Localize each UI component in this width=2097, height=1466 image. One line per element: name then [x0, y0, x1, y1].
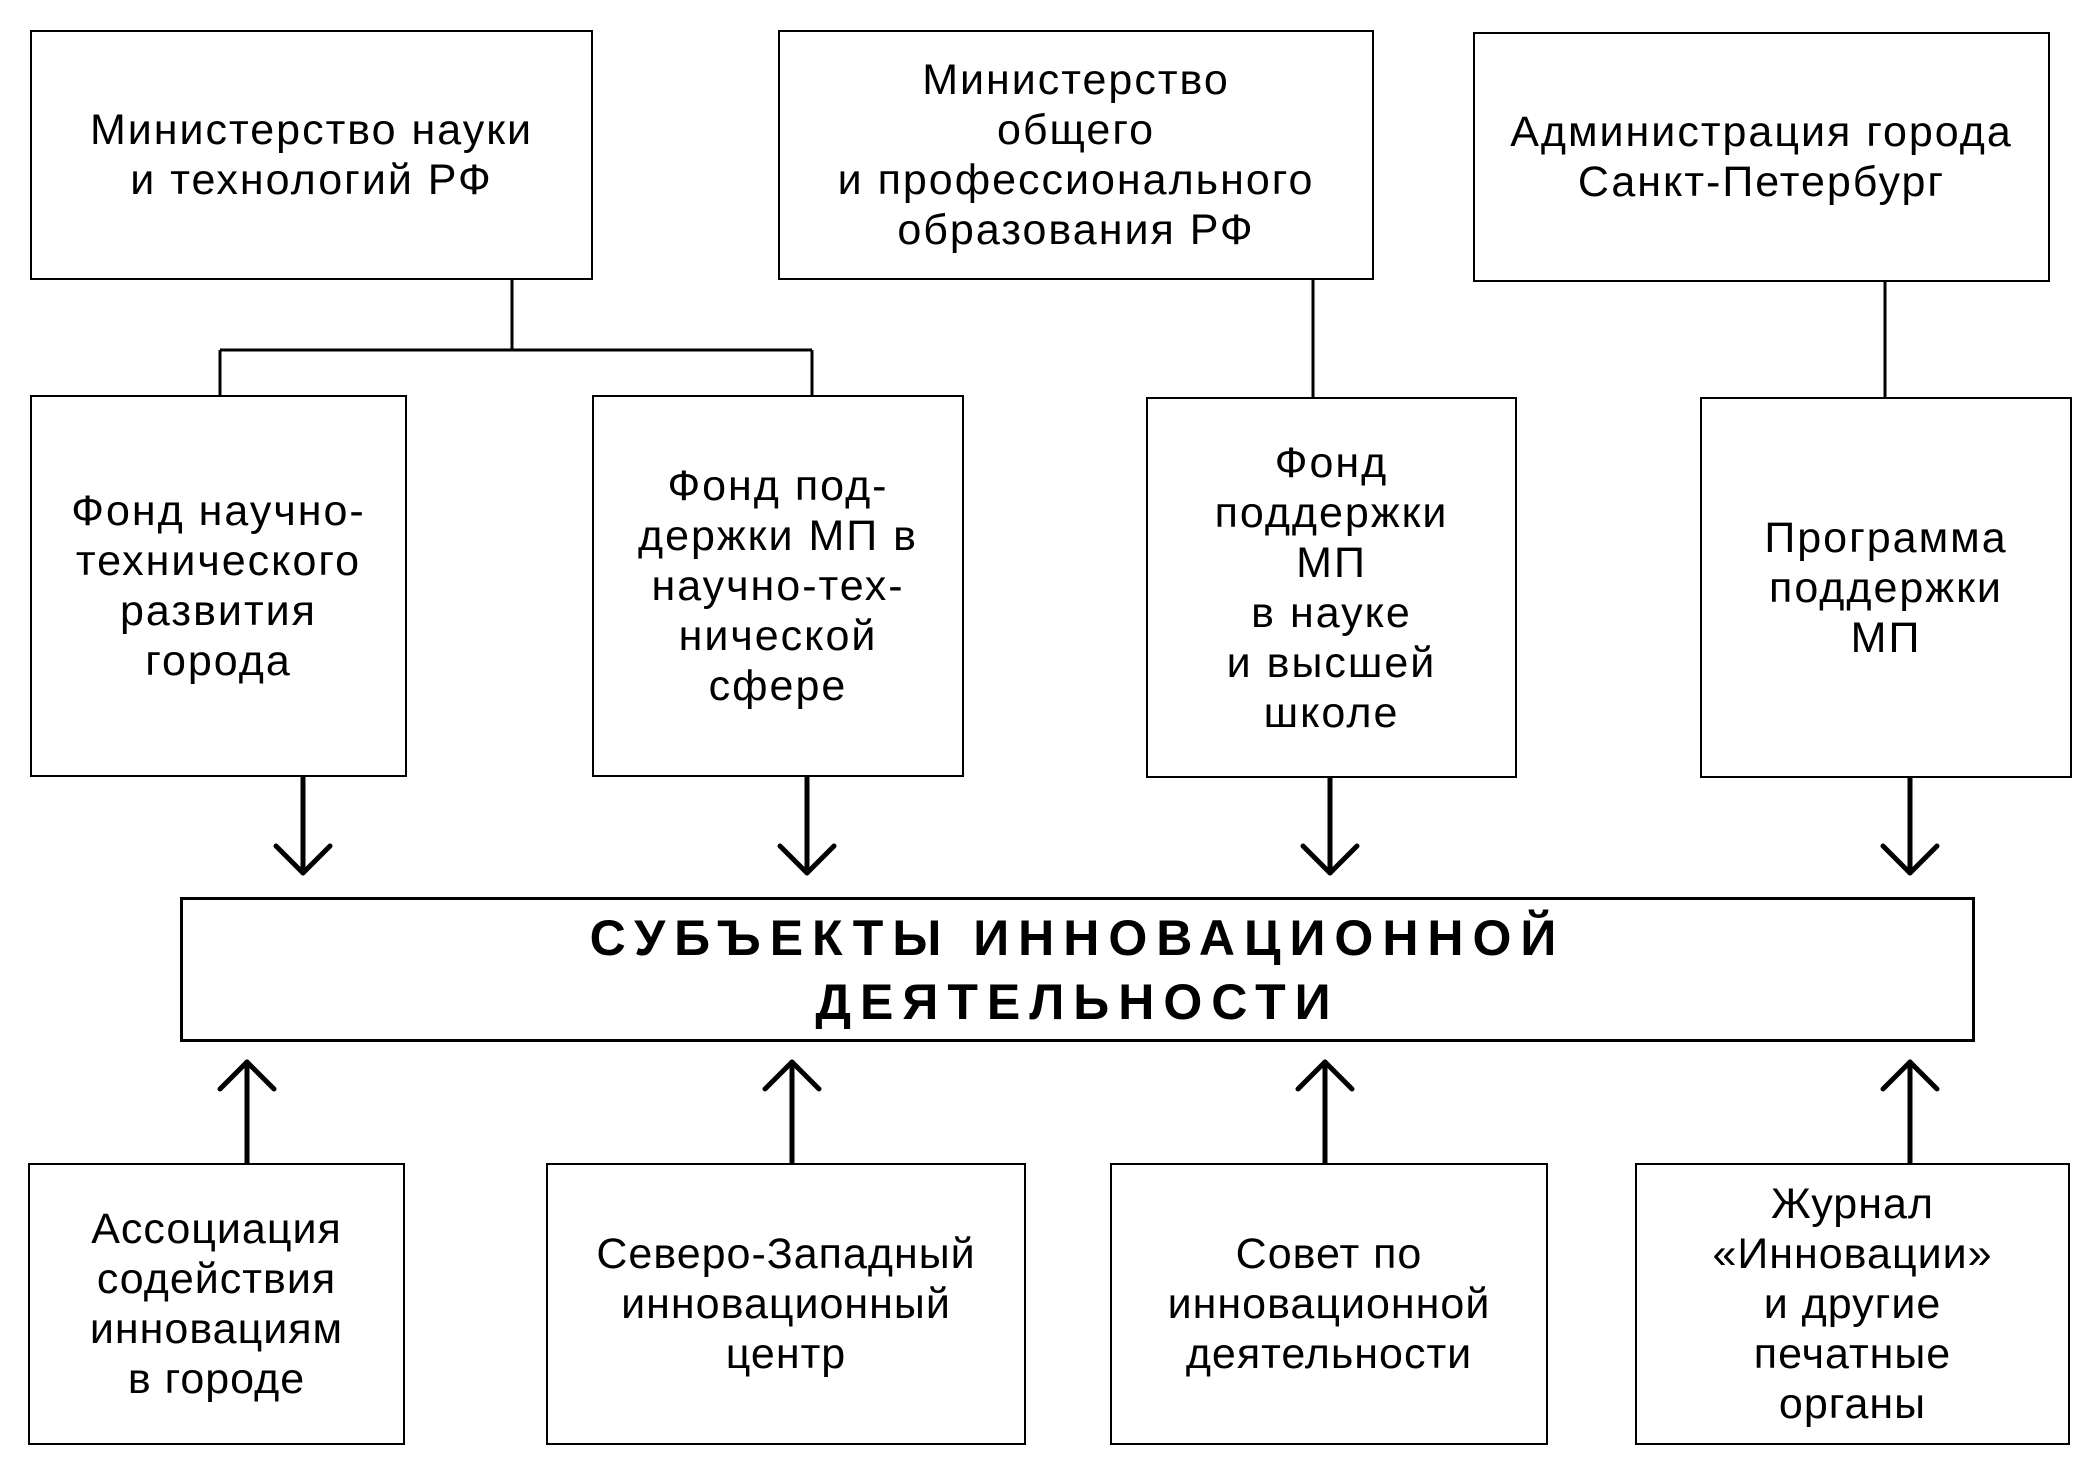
box-innovation-council: Совет по инновационной деятельности [1110, 1163, 1548, 1445]
box-innovation-association-label: Ассоциация содействия инновациям в город… [89, 1205, 344, 1403]
box-sme-support-program-label: Программа поддержки МП [1764, 513, 2008, 662]
arrow-down-4 [1880, 775, 1940, 876]
box-city-administration: Администрация города Санкт-Петербург [1473, 32, 2050, 282]
box-ministry-science-label: Министерство науки и технологий РФ [89, 106, 534, 204]
box-fund-sme-science-tech: Фонд под- держки МП в научно-тех- ническ… [592, 395, 964, 777]
arrow-down-1 [273, 775, 333, 876]
arrow-down-3 [1300, 775, 1360, 876]
arrow-up-1 [217, 1059, 277, 1166]
box-city-administration-label: Администрация города Санкт-Петербург [1510, 108, 2013, 206]
box-innovation-subjects-label: СУБЪЕКТЫ ИННОВАЦИОННОЙ ДЕЯТЕЛЬНОСТИ [589, 909, 1566, 1030]
box-innovation-council-label: Совет по инновационной деятельности [1167, 1230, 1491, 1378]
box-fund-sme-science-higher-school-label: Фонд поддержки МП в науке и высшей школе [1214, 438, 1449, 737]
box-innovations-journal-label: Журнал «Инновации» и другие печатные орг… [1712, 1180, 1993, 1428]
box-fund-city-development: Фонд научно- технического развития город… [30, 395, 407, 777]
arrow-up-3 [1295, 1059, 1355, 1166]
box-innovation-subjects: СУБЪЕКТЫ ИННОВАЦИОННОЙ ДЕЯТЕЛЬНОСТИ [180, 897, 1975, 1042]
box-innovation-association: Ассоциация содействия инновациям в город… [28, 1163, 405, 1445]
box-northwest-innovation-center-label: Северо-Западный инновационный центр [596, 1230, 976, 1378]
arrow-down-2 [777, 775, 837, 876]
box-sme-support-program: Программа поддержки МП [1700, 397, 2072, 778]
box-fund-sme-science-tech-label: Фонд под- держки МП в научно-тех- ническ… [638, 462, 918, 710]
box-innovations-journal: Журнал «Инновации» и другие печатные орг… [1635, 1163, 2070, 1445]
arrow-up-4 [1880, 1059, 1940, 1166]
box-ministry-education-label: Министерство общего и профессионального … [837, 56, 1315, 254]
box-fund-sme-science-higher-school: Фонд поддержки МП в науке и высшей школе [1146, 397, 1517, 778]
box-ministry-science: Министерство науки и технологий РФ [30, 30, 593, 280]
box-ministry-education: Министерство общего и профессионального … [778, 30, 1374, 280]
box-northwest-innovation-center: Северо-Западный инновационный центр [546, 1163, 1026, 1445]
box-fund-city-development-label: Фонд научно- технического развития город… [71, 487, 366, 685]
arrow-up-2 [762, 1059, 822, 1166]
